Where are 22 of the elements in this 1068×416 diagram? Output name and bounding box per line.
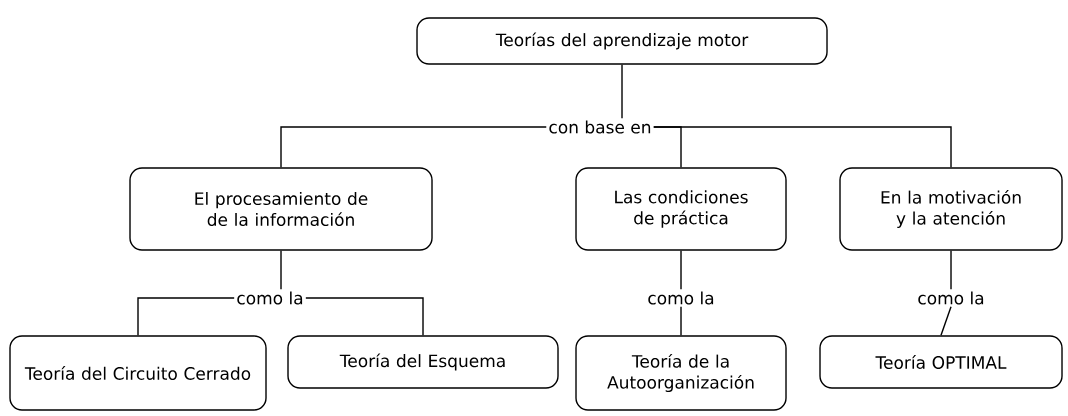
connector-line [680,306,682,336]
concept-box: Teorías del aprendizaje motor [416,17,828,65]
linking-phrase: como la [645,289,717,307]
concept-box: El procesamiento de de la información [129,167,433,251]
concept-box: Teoría del Circuito Cerrado [9,335,267,411]
concept-box: Teoría de la Autoorganización [575,335,787,411]
concept-box: En la motivación y la atención [839,167,1063,251]
connector-line [680,250,682,290]
connector-line [280,126,547,168]
concept-box: Teoría OPTIMAL [819,335,1063,389]
connector-line [137,297,235,336]
linking-phrase: como la [915,289,987,307]
concept-box: Las condiciones de práctica [575,167,787,251]
concept-box: Teoría del Esquema [287,335,559,389]
connector-line [621,64,623,119]
connector-line [653,126,952,168]
connector-line [940,306,952,336]
connector-line [305,297,424,336]
linking-phrase: como la [234,289,306,307]
linking-phrase: con base en [546,118,654,136]
connector-line [950,250,952,290]
connector-line [280,250,282,290]
